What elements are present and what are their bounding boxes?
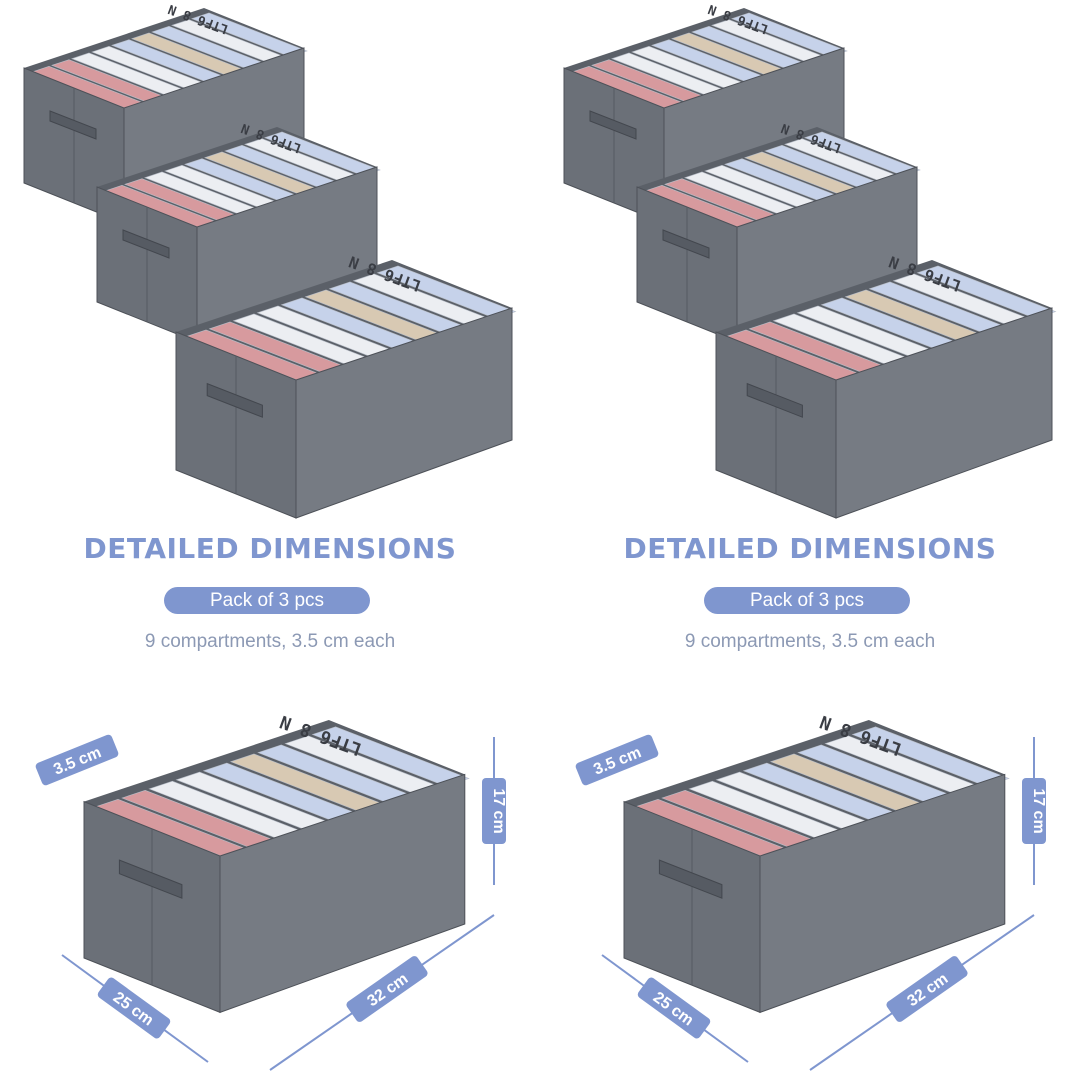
- folded-garment: [804, 131, 921, 177]
- height-label-text: 17 cm: [1030, 788, 1047, 833]
- box-handle: [122, 229, 170, 259]
- label-height: 17 cm: [482, 737, 507, 885]
- box-side-face: [835, 307, 1053, 519]
- folded-garment: [191, 12, 308, 58]
- folded-garment: [851, 726, 1010, 787]
- box-middle: LTF6 8 N: [636, 120, 921, 343]
- box-handle: [118, 859, 183, 899]
- box-middle: LTF6 8 N: [96, 120, 381, 343]
- box-handle: [206, 382, 263, 418]
- label-compartment: 3.5 cm: [575, 734, 659, 786]
- label-compartment: 3.5 cm: [35, 734, 119, 786]
- pack-badge: Pack of 3 pcs: [704, 587, 910, 614]
- panel-left: LTF6 8 N LTF6 8 N LTF6 8 N DETAILED DIME…: [0, 0, 540, 1071]
- dimension-illustration: LTF6 8 N 3.5 cm 17 cm 25 cm 32 cm: [575, 711, 1047, 1071]
- box-bottom: LTF6 8 N: [175, 252, 517, 519]
- box-side-face: [759, 773, 1006, 1014]
- height-label-text: 17 cm: [490, 788, 507, 833]
- pack-badge: Pack of 3 pcs: [164, 587, 370, 614]
- dimension-illustration: LTF6 8 N 3.5 cm 17 cm 25 cm 32 cm: [35, 711, 507, 1071]
- folded-garment: [264, 131, 381, 177]
- box-side-face: [295, 307, 513, 519]
- product-stack-illustration: LTF6 8 N LTF6 8 N LTF6 8 N: [23, 1, 517, 519]
- box-side-face: [219, 773, 466, 1014]
- folded-garment: [311, 726, 470, 787]
- box-handle: [662, 229, 710, 259]
- section-heading: DETAILED DIMENSIONS: [83, 532, 457, 565]
- box-bottom: LTF6 8 N: [715, 252, 1057, 519]
- product-stack-illustration: LTF6 8 N LTF6 8 N LTF6 8 N: [563, 1, 1057, 519]
- label-depth: 25 cm: [601, 954, 749, 1063]
- box-handle: [49, 110, 97, 140]
- label-height: 17 cm: [1022, 737, 1047, 885]
- compartments-caption: 9 compartments, 3.5 cm each: [684, 631, 936, 652]
- box-dimensioned: LTF6 8 N: [623, 711, 1010, 1014]
- box-handle: [589, 110, 637, 140]
- compartments-caption: 9 compartments, 3.5 cm each: [144, 631, 396, 652]
- box-handle: [746, 382, 803, 418]
- folded-garment: [731, 12, 848, 58]
- folded-garment: [916, 265, 1057, 319]
- section-heading: DETAILED DIMENSIONS: [623, 532, 997, 565]
- folded-garment: [376, 265, 517, 319]
- box-handle: [658, 859, 723, 899]
- box-top: LTF6 8 N: [23, 1, 308, 224]
- panel-right: LTF6 8 N LTF6 8 N LTF6 8 N DETAILED DIME…: [540, 0, 1080, 1071]
